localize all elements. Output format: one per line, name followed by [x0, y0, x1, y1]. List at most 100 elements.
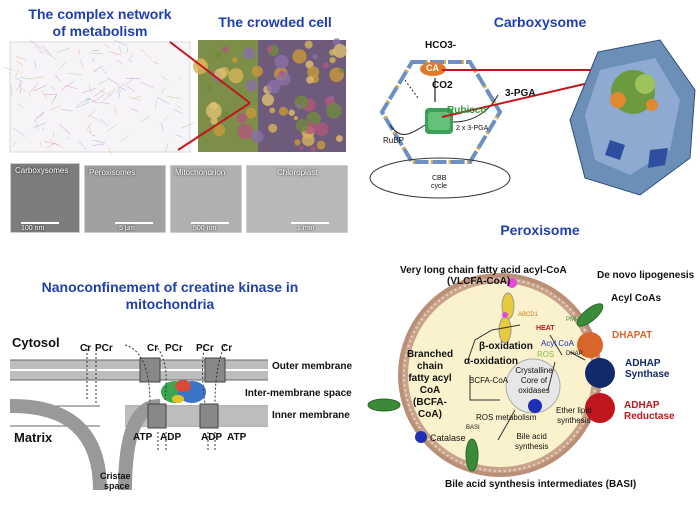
bcfa-coa-label: BCFA-CoA: [469, 376, 509, 385]
cristae-label: Cristae: [100, 471, 131, 481]
network-edge: [101, 68, 107, 75]
macromolecule: [292, 49, 307, 64]
network-edge: [16, 81, 22, 92]
de-novo-lipogenesis-label: De novo lipogenesis: [597, 270, 695, 281]
network-edge: [36, 113, 45, 119]
creatine-title-line2: mitochondria: [125, 296, 215, 312]
catalase-legend-label: Catalase: [430, 433, 466, 443]
network-edge: [176, 104, 182, 109]
basi-small-label: BASI: [466, 425, 480, 431]
macromolecule: [295, 118, 309, 132]
micrograph-label: Mitochondrion: [175, 168, 226, 177]
metabolism-network-map: [2, 39, 196, 155]
pmp70-label: PMP70: [566, 317, 586, 323]
adhap-synthase-label: ADHAP Synthase: [625, 358, 669, 380]
network-edge: [116, 59, 123, 65]
network-edge: [85, 97, 92, 103]
network-edge: [160, 87, 165, 95]
acyl-coa-label: Acyl CoA: [541, 339, 574, 348]
macromolecule: [301, 133, 315, 147]
pcr-label: PCr: [95, 343, 113, 354]
network-edge: [116, 83, 124, 93]
abcd1-label: ABCD1: [518, 312, 539, 318]
network-edge: [35, 120, 39, 130]
network-edge: [42, 50, 57, 60]
network-edge: [108, 51, 122, 56]
micrograph-peroxisomes: Peroxisomes 5 μm: [84, 165, 166, 233]
rubp-label: RuBP: [383, 136, 404, 145]
macromolecule: [232, 57, 238, 63]
vlcfa-abbrev-label: (VLCFA-CoA): [447, 276, 511, 287]
crowded-cell-image: [192, 38, 347, 152]
network-edge: [126, 85, 135, 92]
network-edge: [66, 73, 82, 75]
macromolecule: [228, 68, 244, 84]
network-edge: [15, 68, 20, 78]
network-edge: [34, 111, 46, 121]
macromolecule: [242, 47, 256, 60]
network-edge: [86, 121, 92, 131]
network-edge: [89, 126, 92, 135]
network-edge: [78, 140, 87, 150]
network-edge: [12, 141, 17, 147]
macromolecule: [329, 56, 336, 64]
macromolecule: [312, 53, 318, 60]
bile-acid-label: Bile acid synthesis: [515, 432, 548, 452]
network-edge: [10, 85, 13, 96]
network-edge: [181, 122, 196, 129]
metabolism-title-line1: The complex network: [28, 6, 172, 22]
macromolecule: [288, 109, 295, 116]
intermembrane-label: Inter-membrane space: [245, 388, 352, 399]
macromolecule: [250, 130, 264, 143]
macromolecule: [213, 124, 226, 137]
crystalline-line3: oxidases: [518, 386, 550, 395]
network-edge: [56, 47, 71, 53]
macromolecule: [237, 123, 254, 140]
macromolecule: [245, 107, 257, 119]
co2-label: CO2: [432, 80, 453, 91]
heat-label: HEAT: [536, 325, 555, 332]
reductase-line: Reductase: [624, 411, 675, 422]
macromolecule: [245, 79, 258, 92]
network-edge: [118, 86, 126, 91]
network-edge: [140, 116, 150, 122]
network-edge: [29, 83, 39, 93]
network-edge: [92, 143, 105, 146]
mitochondrial-membranes: [9, 344, 268, 491]
network-edge: [93, 88, 106, 98]
macromolecule: [304, 40, 313, 49]
micrograph-label: Chloroplast: [277, 168, 318, 177]
macromolecule: [222, 46, 229, 53]
macromolecule: [339, 68, 344, 73]
macromolecule: [236, 112, 248, 124]
macromolecule: [266, 46, 273, 52]
network-edge: [99, 117, 109, 127]
rubisco-label: Rubisco: [447, 105, 487, 116]
network-edge: [61, 81, 75, 91]
network-edge: [28, 91, 32, 97]
atp-label: ATP: [133, 432, 153, 443]
macromolecule: [278, 106, 288, 116]
network-edge: [155, 99, 157, 109]
network-edge: [106, 77, 120, 86]
macromolecule: [293, 116, 298, 121]
scale-bar: [291, 222, 329, 224]
peroxisome-title: Peroxisome: [500, 222, 580, 238]
network-edge: [104, 44, 110, 48]
branched-line5: (BCFA-CoA): [413, 397, 447, 420]
scale-bar: [115, 222, 153, 224]
network-edge: [40, 142, 43, 148]
network-edge: [157, 122, 159, 124]
network-edge: [52, 131, 55, 137]
macromolecule: [251, 65, 263, 77]
branched-line4: CoA: [419, 385, 441, 396]
network-edge: [132, 95, 141, 99]
outer-membrane-label: Outer membrane: [272, 361, 353, 372]
network-edge: [81, 87, 97, 94]
acyl-coas-label: Acyl CoAs: [611, 293, 662, 304]
network-edge: [64, 84, 78, 90]
macromolecule: [205, 102, 222, 119]
network-edge: [78, 49, 80, 55]
network-edge: [19, 83, 22, 94]
